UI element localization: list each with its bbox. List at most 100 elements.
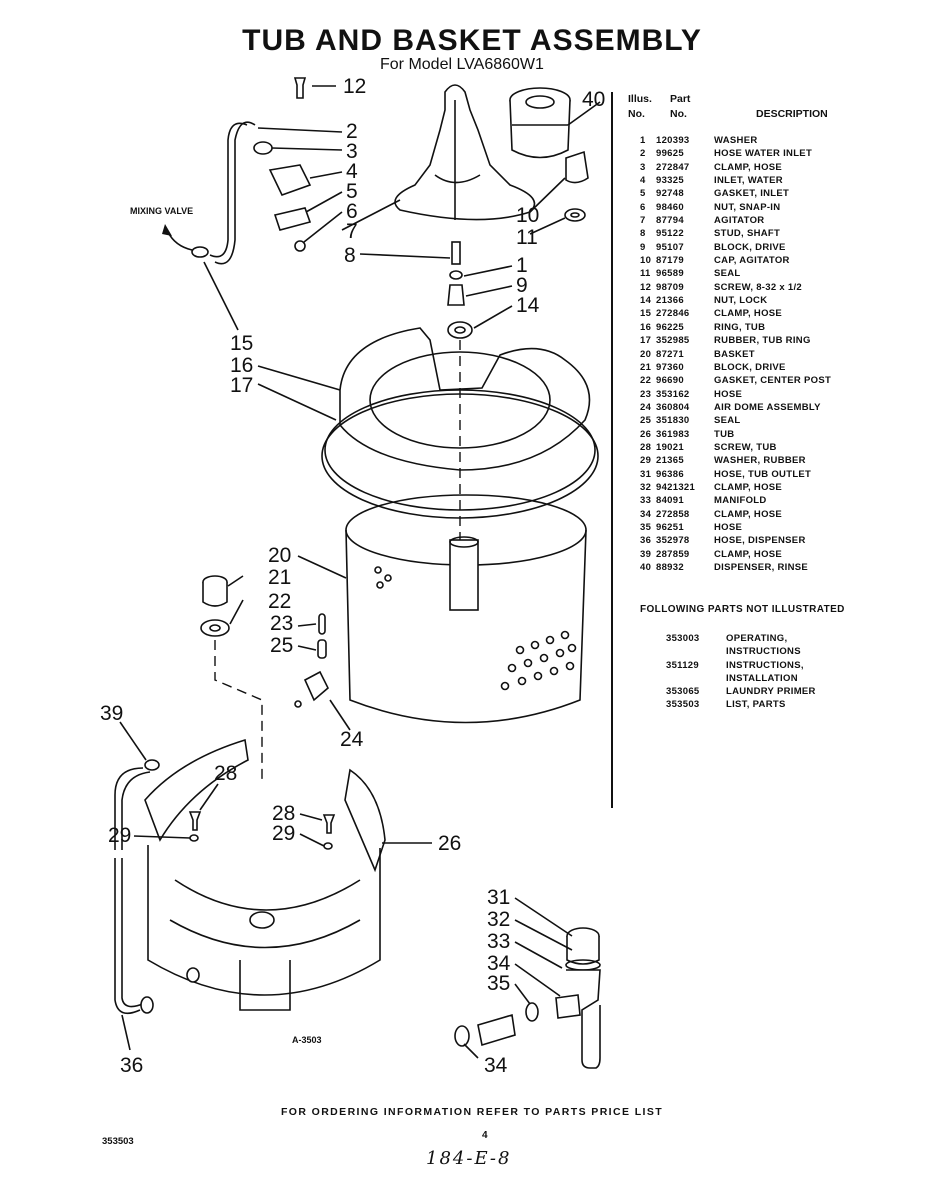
cell-part-no: 351830 [656,415,690,427]
cell-part-no: 19021 [656,441,684,453]
callout-34-lower: 34 [484,1054,508,1077]
callout-40: 40 [582,88,605,111]
table-header: Illus. No. Part No. DESCRIPTION [628,92,928,122]
cell-part-no: 96589 [656,268,684,280]
cell-description: BASKET [714,348,755,360]
cell-part-no: 95122 [656,228,684,240]
cell-description: CLAMP, HOSE [714,508,783,520]
cell-part-no: 87794 [656,215,684,227]
document-number: 353503 [102,1136,134,1147]
cell-description: SEAL [714,268,741,280]
cell-description: INLET, WATER [714,175,783,187]
cell-illus-no: 5 [640,188,646,200]
cell-part-no: 120393 [656,135,690,146]
cell-description: SEAL [714,415,741,427]
callout-28-left: 28 [214,762,237,785]
agitator-cap-drawing [564,150,589,222]
cell-part-no: 96690 [656,375,684,387]
cell-part-no: 353162 [656,388,690,400]
cell-description: AIR DOME ASSEMBLY [714,401,821,413]
cell-description: BLOCK, DRIVE [714,241,786,253]
callout-35: 35 [487,972,510,995]
cell-illus-no: 16 [640,321,652,333]
nip-description: LAUNDRY PRIMER [726,686,816,698]
cell-description: WASHER [714,135,758,146]
nip-description: INSTRUCTIONS [726,646,801,658]
cell-part-no: 361983 [656,428,690,440]
cell-illus-no: 39 [640,548,652,560]
cell-illus-no: 12 [640,281,652,293]
cell-description: HOSE [714,521,743,533]
cell-description: TUB [714,428,735,440]
cell-part-no: 98460 [656,201,684,213]
callout-10: 10 [516,204,539,227]
cell-illus-no: 25 [640,415,652,427]
callout-17: 17 [230,374,253,397]
column-divider [611,92,613,808]
header-description: DESCRIPTION [756,108,828,120]
ordering-note: FOR ORDERING INFORMATION REFER TO PARTS … [280,1106,664,1118]
callout-numbers: 12 40 2 3 4 5 6 7 10 11 8 1 9 14 15 16 1… [100,75,605,1077]
callout-20: 20 [268,544,291,567]
callout-21: 21 [268,566,291,589]
callout-4: 4 [346,160,358,183]
cell-part-no: 272847 [656,161,690,173]
cell-part-no: 287859 [656,548,690,560]
not-illustrated-item: INSTRUCTIONS [640,645,900,658]
cell-part-no: 88932 [656,562,684,573]
cell-part-no: 98709 [656,281,684,293]
cell-description: CLAMP, HOSE [714,548,783,560]
cell-part-no: 97360 [656,361,684,373]
cell-part-no: 84091 [656,495,684,507]
callout-23: 23 [270,612,293,635]
cell-description: HOSE, DISPENSER [714,535,806,547]
cell-illus-no: 35 [640,521,652,533]
callout-29-right: 29 [272,822,295,845]
callout-1: 1 [516,254,528,277]
cell-description: MANIFOLD [714,495,767,507]
cell-description: CAP, AGITATOR [714,255,790,267]
table-row: 25 351830 SEAL [628,414,928,427]
cell-illus-no: 24 [640,401,652,413]
callout-5: 5 [346,180,358,203]
dispenser-hose-drawing [114,759,160,1015]
not-illustrated-item: INSTALLATION [640,672,900,685]
cell-description: HOSE [714,388,743,400]
callout-32: 32 [487,908,510,931]
cell-description: SCREW, 8-32 x 1/2 [714,281,802,293]
callout-7: 7 [346,220,358,243]
callout-14: 14 [516,294,540,317]
nip-part-no: 351129 [666,659,699,671]
callout-3: 3 [346,140,358,163]
header-illus: Illus. No. [628,93,652,120]
callout-26: 26 [438,832,461,855]
cell-description: HOSE WATER INLET [714,148,813,160]
cell-part-no: 87271 [656,348,684,360]
callout-24: 24 [340,728,364,751]
callout-39: 39 [100,702,123,725]
nip-part-no [640,672,726,685]
agitator-drawing [394,84,536,221]
cell-part-no: 99625 [656,148,684,160]
basket-drawing [345,494,587,724]
table-row: 12 98709 SCREW, 8-32 x 1/2 [628,281,928,294]
callout-6: 6 [346,200,358,223]
cell-part-no: 21365 [656,455,684,467]
cell-part-no: 352978 [656,535,690,547]
air-dome-drawing [294,613,329,708]
drawing-number: A-3503 [292,1035,322,1045]
callout-11: 11 [516,226,538,249]
cell-description: DISPENSER, RINSE [714,562,809,573]
